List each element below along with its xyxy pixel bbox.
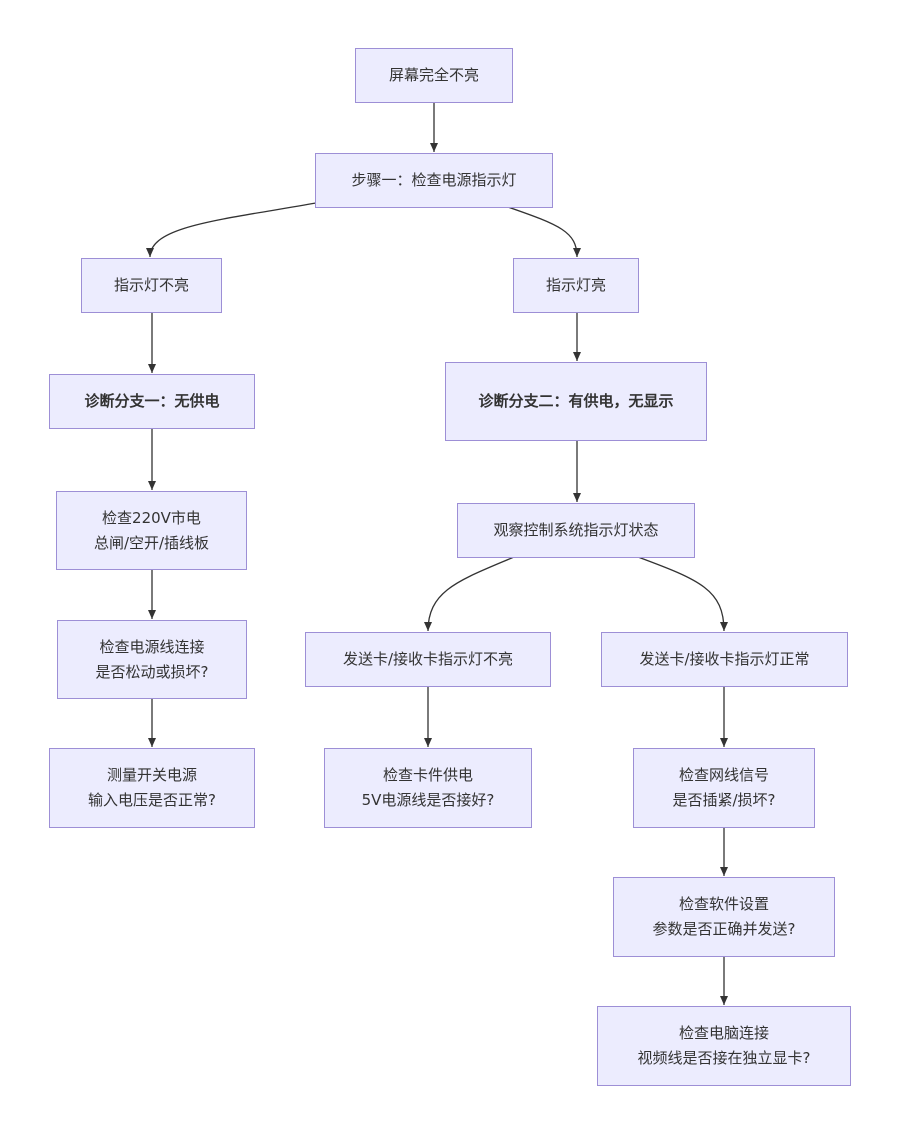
- node-check-sw: 检查软件设置 参数是否正确并发送?: [613, 877, 835, 957]
- node-light-on: 指示灯亮: [513, 258, 639, 313]
- node-check-220v-label: 检查220V市电 总闸/空开/插线板: [93, 508, 210, 552]
- edge-observe-to-card-normal: [637, 556, 728, 632]
- node-check-pc-label: 检查电脑连接 视频线是否接在独立显卡?: [637, 1024, 811, 1067]
- node-check-net: 检查网线信号 是否插紧/损坏?: [633, 748, 815, 828]
- edge-step1-to-light-off: [146, 202, 317, 258]
- node-screen-off-label: 屏幕完全不亮: [388, 66, 479, 84]
- node-check-cable-label: 检查电源线连接 是否松动或损坏?: [95, 637, 209, 681]
- node-branch1-label: 诊断分支一：无供电: [84, 392, 220, 410]
- node-check-pc: 检查电脑连接 视频线是否接在独立显卡?: [597, 1006, 851, 1086]
- node-check-sw-label: 检查软件设置 参数是否正确并发送?: [652, 895, 796, 938]
- node-light-off-label: 指示灯不亮: [113, 276, 189, 294]
- node-screen-off: 屏幕完全不亮: [355, 48, 513, 103]
- node-card-off-label: 发送卡/接收卡指示灯不亮: [342, 650, 514, 668]
- node-branch1: 诊断分支一：无供电: [49, 374, 255, 429]
- node-check-card-power-label: 检查卡件供电 5V电源线是否接好?: [361, 766, 495, 809]
- node-check-card-power: 检查卡件供电 5V电源线是否接好?: [324, 748, 532, 828]
- node-observe-ctrl-label: 观察控制系统指示灯状态: [493, 521, 659, 539]
- node-branch2-label: 诊断分支二：有供电，无显示: [478, 392, 674, 410]
- node-measure-psu-label: 测量开关电源 输入电压是否正常?: [88, 766, 216, 809]
- node-card-normal-label: 发送卡/接收卡指示灯正常: [639, 650, 810, 668]
- node-branch2: 诊断分支二：有供电，无显示: [445, 362, 707, 441]
- node-light-off: 指示灯不亮: [81, 258, 222, 313]
- edge-step1-to-light-on: [507, 206, 581, 258]
- node-light-on-label: 指示灯亮: [545, 276, 606, 294]
- node-step1: 步骤一：检查电源指示灯: [315, 153, 553, 208]
- node-check-net-label: 检查网线信号 是否插紧/损坏?: [672, 766, 776, 809]
- node-check-cable: 检查电源线连接 是否松动或损坏?: [57, 620, 247, 699]
- node-card-normal: 发送卡/接收卡指示灯正常: [601, 632, 848, 687]
- node-card-off: 发送卡/接收卡指示灯不亮: [305, 632, 551, 687]
- node-measure-psu: 测量开关电源 输入电压是否正常?: [49, 748, 255, 828]
- node-step1-label: 步骤一：检查电源指示灯: [351, 171, 517, 189]
- edge-observe-to-card-off: [424, 556, 515, 632]
- node-observe-ctrl: 观察控制系统指示灯状态: [457, 503, 695, 558]
- node-check-220v: 检查220V市电 总闸/空开/插线板: [56, 491, 247, 570]
